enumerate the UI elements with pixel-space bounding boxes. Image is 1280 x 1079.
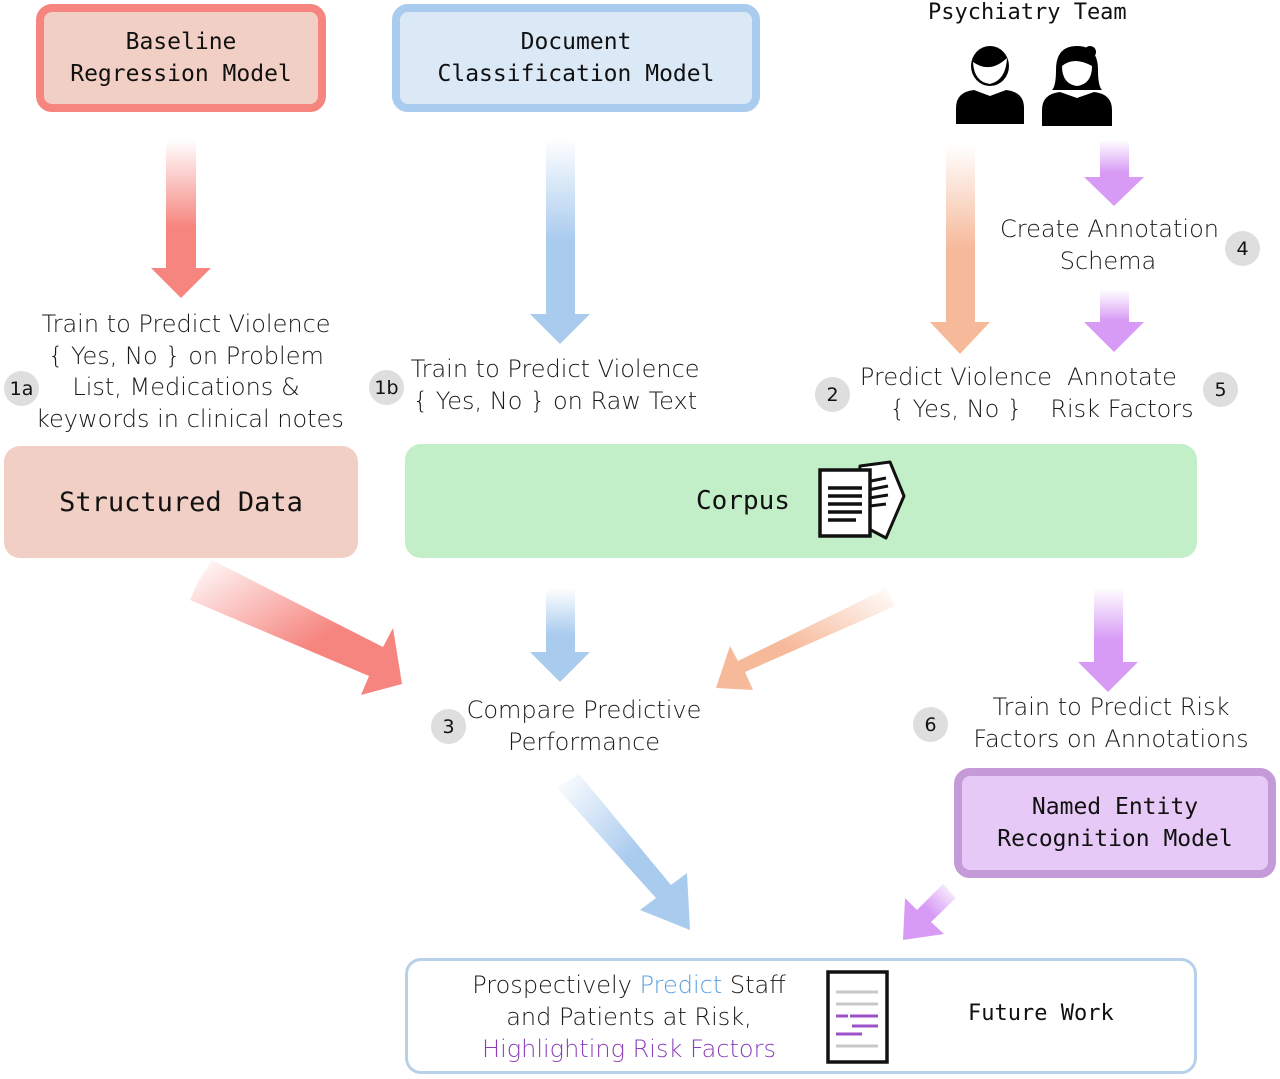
arrow-baseline-to-train xyxy=(151,140,211,298)
step-1b-line-2: { Yes, No } on Raw Text xyxy=(412,386,698,415)
man-silhouette-icon xyxy=(956,46,1024,124)
step-1b-badge: 1b xyxy=(369,370,404,405)
step-1b-label: Train to Predict Violence { Yes, No } on… xyxy=(410,354,700,417)
future-line-3: Highlighting Risk Factors xyxy=(482,1035,776,1063)
step-6-label: Train to Predict Risk Factors on Annotat… xyxy=(968,692,1254,755)
document-classification-model-box: Document Classification Model xyxy=(392,4,760,112)
future-work-box: Prospectively Predict Staff and Patients… xyxy=(405,958,1197,1074)
baseline-model-line-1: Baseline xyxy=(125,29,237,55)
step-3-line-2: Performance xyxy=(507,727,661,756)
corpus-box: Corpus xyxy=(405,444,1197,558)
step-1a-line-4: keywords in clinical notes xyxy=(36,404,344,433)
step-2-label: Predict Violence { Yes, No } xyxy=(858,362,1054,425)
highlighted-document-icon xyxy=(826,970,889,1064)
arrow-document-to-train xyxy=(530,138,590,344)
step-5-badge: 5 xyxy=(1203,372,1238,407)
arrow-team-to-schema xyxy=(1084,140,1144,206)
step-5-line-2: Risk Factors xyxy=(1050,394,1194,423)
baseline-regression-model-box: Baseline Regression Model xyxy=(36,4,326,112)
step-2-line-2: { Yes, No } xyxy=(889,394,1023,423)
arrow-compare-to-future xyxy=(557,774,690,930)
future-line-1-pre: Prospectively xyxy=(472,971,640,999)
arrow-corpus-to-compare xyxy=(530,588,590,682)
arrow-predict-to-compare xyxy=(716,586,895,690)
step-6-line-2: Factors on Annotations xyxy=(973,724,1249,753)
step-5-line-1: Annotate xyxy=(1067,363,1177,391)
document-model-line-1: Document xyxy=(520,29,632,55)
step-4-line-2: Schema xyxy=(1059,246,1157,275)
step-3-line-1: Compare Predictive xyxy=(466,696,702,724)
arrow-ner-to-future xyxy=(903,884,956,940)
future-line-1: Prospectively Predict Staff xyxy=(464,969,794,1001)
future-line-2: and Patients at Risk, xyxy=(506,1003,752,1031)
woman-silhouette-icon xyxy=(1042,46,1112,126)
arrow-team-to-predict xyxy=(930,145,990,354)
arrow-corpus-to-train-risk xyxy=(1078,588,1138,692)
ner-model-line-2: Recognition Model xyxy=(997,826,1233,852)
step-4-line-1: Create Annotation xyxy=(1000,215,1219,243)
baseline-model-line-2: Regression Model xyxy=(70,61,292,87)
document-model-line-2: Classification Model xyxy=(437,61,715,87)
step-4-label: Create Annotation Schema xyxy=(1000,214,1219,277)
step-1a-label: Train to Predict Violence { Yes, No } on… xyxy=(36,309,344,435)
step-3-label: Compare Predictive Performance xyxy=(466,695,702,758)
step-1a-badge: 1a xyxy=(4,371,39,406)
corpus-label: Corpus xyxy=(696,486,790,516)
documents-icon xyxy=(818,460,906,540)
step-2-badge: 2 xyxy=(815,377,850,412)
future-work-label: Future Work xyxy=(968,1001,1114,1026)
named-entity-recognition-model-box: Named Entity Recognition Model xyxy=(954,768,1276,878)
arrow-structured-to-compare xyxy=(190,560,402,695)
step-1b-line-1: Train to Predict Violence xyxy=(410,355,700,383)
arrow-schema-to-annotate xyxy=(1084,290,1144,352)
future-work-description: Prospectively Predict Staff and Patients… xyxy=(464,969,794,1065)
step-1a-line-2: { Yes, No } on Problem xyxy=(48,341,324,370)
step-1a-line-3: List, Medications & xyxy=(72,373,300,401)
structured-data-label: Structured Data xyxy=(59,486,303,518)
structured-data-box: Structured Data xyxy=(4,446,358,558)
step-4-badge: 4 xyxy=(1225,231,1260,266)
step-5-label: Annotate Risk Factors xyxy=(1046,362,1198,425)
future-predict-word: Predict xyxy=(639,971,723,999)
step-6-badge: 6 xyxy=(913,707,948,742)
step-2-line-1: Predict Violence xyxy=(859,363,1053,391)
step-6-line-1: Train to Predict Risk xyxy=(992,693,1230,721)
step-1a-line-1: Train to Predict Violence xyxy=(41,310,331,338)
ner-model-line-1: Named Entity xyxy=(1031,794,1199,820)
step-3-badge: 3 xyxy=(431,709,466,744)
future-line-1-post: Staff xyxy=(722,971,786,999)
psychiatry-team-title: Psychiatry Team xyxy=(928,0,1127,25)
